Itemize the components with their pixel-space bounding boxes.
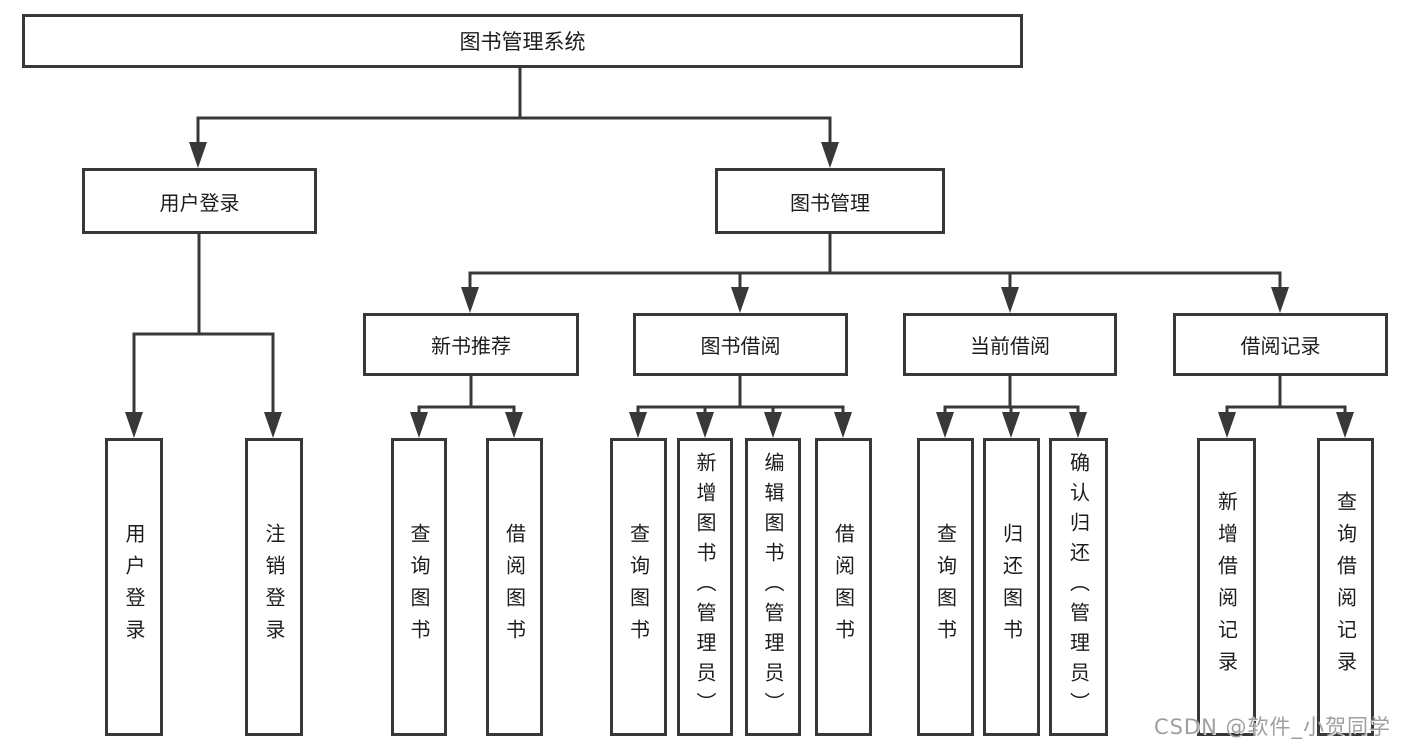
arrowhead <box>696 412 714 438</box>
arrowhead <box>189 142 207 168</box>
node-book-borrow: 图书借阅 <box>633 313 848 376</box>
leaf-label: 查询图书 <box>626 523 651 651</box>
edge-book-mgmt-to-level3 <box>461 234 1289 313</box>
arrowhead <box>1069 412 1087 438</box>
arrowhead <box>461 287 479 313</box>
arrowhead <box>505 412 523 438</box>
arrowhead <box>125 412 143 438</box>
arrowhead <box>410 412 428 438</box>
leaf-label: 借阅图书 <box>831 523 856 651</box>
edge-borrow-record-to-leaves <box>1218 376 1354 438</box>
arrowhead <box>1336 412 1354 438</box>
node-book-mgmt: 图书管理 <box>715 168 945 234</box>
leaf-label: 借阅图书 <box>502 523 527 651</box>
arrowhead <box>1002 412 1020 438</box>
leaf-add-borrow-record: 新增借阅记录 <box>1197 438 1256 736</box>
leaf-borrow-book-1: 借阅图书 <box>486 438 543 736</box>
node-new-book-rec: 新书推荐 <box>363 313 579 376</box>
leaf-label: 注销登录 <box>262 523 286 651</box>
leaf-label: 确认归还（管理员） <box>1066 452 1091 722</box>
edge-root-to-level2 <box>189 68 839 168</box>
arrowhead <box>264 412 282 438</box>
arrowhead <box>1271 287 1289 313</box>
arrowhead <box>936 412 954 438</box>
csdn-watermark: CSDN @软件_小贺同学 <box>1153 715 1391 739</box>
node-current-borrow: 当前借阅 <box>903 313 1117 376</box>
leaf-add-book-admin: 新增图书（管理员） <box>677 438 733 736</box>
leaf-label: 查询借阅记录 <box>1333 491 1358 683</box>
arrowhead <box>834 412 852 438</box>
leaf-borrow-book-2: 借阅图书 <box>815 438 872 736</box>
node-user-login: 用户登录 <box>82 168 317 234</box>
leaf-label: 查询图书 <box>933 523 958 651</box>
edge-current-borrow-to-leaves <box>936 376 1087 438</box>
leaf-edit-book-admin: 编辑图书（管理员） <box>745 438 801 736</box>
leaf-label: 查询图书 <box>407 523 431 651</box>
leaf-confirm-return-admin: 确认归还（管理员） <box>1049 438 1108 736</box>
leaf-query-book-3: 查询图书 <box>917 438 974 736</box>
leaf-return-book: 归还图书 <box>983 438 1040 736</box>
leaf-user-login: 用户登录 <box>105 438 163 736</box>
leaf-label: 归还图书 <box>999 523 1024 651</box>
leaf-logout: 注销登录 <box>245 438 303 736</box>
leaf-label: 新增图书（管理员） <box>693 452 717 722</box>
arrowhead <box>764 412 782 438</box>
leaf-label: 编辑图书（管理员） <box>761 452 785 722</box>
leaf-label: 用户登录 <box>122 523 146 651</box>
edge-new-book-rec-to-leaves <box>410 376 523 438</box>
node-borrow-record: 借阅记录 <box>1173 313 1388 376</box>
arrowhead <box>1001 287 1019 313</box>
arrowhead <box>629 412 647 438</box>
node-root: 图书管理系统 <box>22 14 1023 68</box>
leaf-query-book-1: 查询图书 <box>391 438 447 736</box>
edge-user-login-to-leaves <box>125 234 282 438</box>
leaf-query-borrow-record: 查询借阅记录 <box>1317 438 1374 736</box>
arrowhead <box>731 287 749 313</box>
arrowhead <box>1218 412 1236 438</box>
leaf-label: 新增借阅记录 <box>1214 491 1239 683</box>
arrowhead <box>821 142 839 168</box>
leaf-query-book-2: 查询图书 <box>610 438 667 736</box>
edge-book-borrow-to-leaves <box>629 376 852 438</box>
